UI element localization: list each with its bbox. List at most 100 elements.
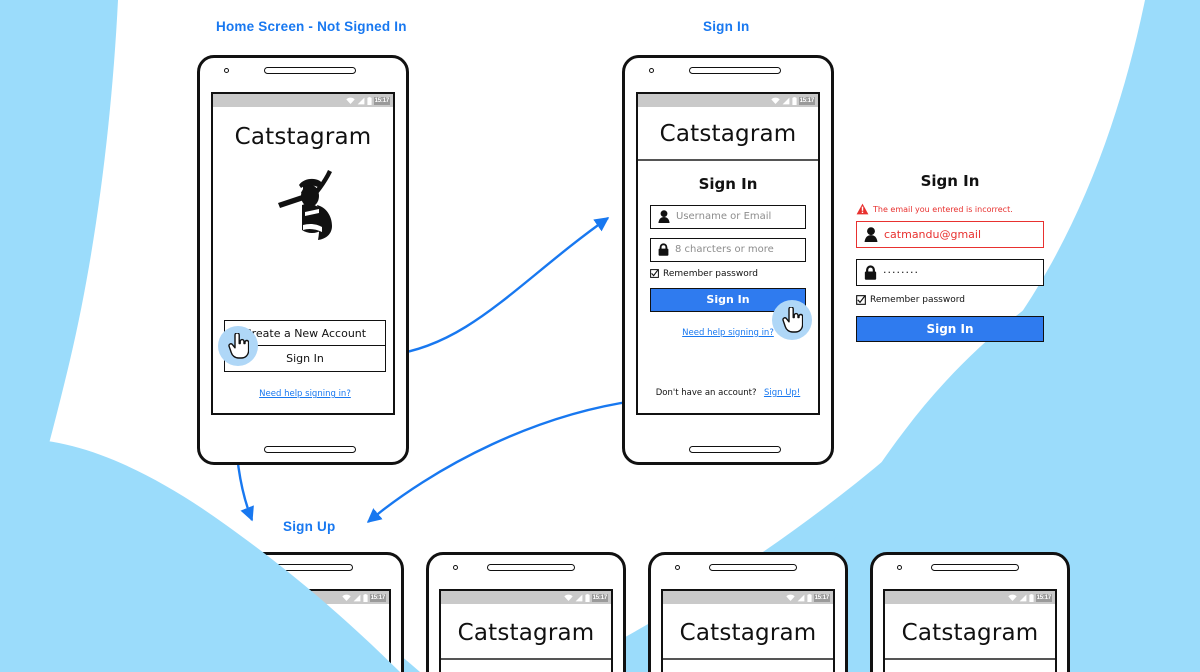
wifi-icon [563,594,573,601]
bottom-phone-1: 15:17 [204,552,404,672]
sign-in-submit-button[interactable]: Sign In [650,287,806,312]
header-divider [885,658,1055,660]
camera-icon [453,565,458,570]
wifi-icon [1007,594,1017,601]
battery-icon [585,593,590,602]
password-input-error-panel[interactable]: ········ [856,259,1044,286]
status-time: 15:17 [373,96,390,105]
wifi-icon [341,594,351,601]
battery-icon [363,593,368,602]
error-message-text: The email you entered is incorrect. [873,204,1013,214]
screen-viewport: 15:17 [217,589,391,672]
status-bar: 15:17 [219,591,389,604]
app-title: Catstagram [659,121,797,147]
sign-in-viewport: 15:17 Catstagram Sign In Username or Ema… [636,92,820,415]
warning-triangle-icon [856,203,869,215]
battery-icon [1029,593,1034,602]
battery-icon [807,593,812,602]
label-sign-in: Sign In [703,19,750,34]
watermark-text: WA [54,567,135,623]
error-message-row: The email you entered is incorrect. [856,203,1044,215]
sign-in-submit-button-error-panel[interactable]: Sign In [856,316,1044,342]
remember-password-checkbox-error-panel[interactable]: Remember password [856,295,1044,305]
email-input-error[interactable]: catmandu@gmail [856,221,1044,248]
status-bar: 15:17 [638,94,818,107]
need-help-signing-in-link[interactable]: Need help signing in? [259,389,351,399]
pointing-hand-icon [782,307,803,333]
remember-password-label: Remember password [663,268,758,279]
status-time: 15:17 [813,593,830,602]
camera-icon [897,565,902,570]
status-time: 15:17 [798,96,815,105]
screen-viewport: 15:17 Catstagram [661,589,835,672]
label-home-screen: Home Screen - Not Signed In [216,19,407,34]
camera-icon [675,565,680,570]
hand-cursor-signin-submit [772,300,812,340]
password-placeholder: 8 charcters or more [675,244,774,255]
status-bar: 15:17 [213,94,393,107]
bottom-phone-3: 15:17 Catstagram [648,552,848,672]
signal-icon [782,97,790,104]
label-sign-up: Sign Up [283,519,336,534]
wifi-icon [345,97,355,104]
hand-cursor-home-signin [218,326,258,366]
header-divider [663,658,833,660]
remember-password-label: Remember password [870,295,965,305]
pointing-hand-icon [228,333,249,359]
signal-icon [1019,594,1027,601]
username-placeholder: Username or Email [676,211,772,222]
header-divider [638,159,818,161]
bottom-phone-2: 15:17 Catstagram [426,552,626,672]
checkbox-checked-icon [650,269,659,278]
header-divider [441,658,611,660]
earpiece-speaker [487,564,575,571]
bottom-phone-4: 15:17 Catstagram [870,552,1070,672]
lock-icon [658,243,669,256]
status-bar: 15:17 [441,591,611,604]
password-masked-value: ········ [883,266,919,279]
app-title: Catstagram [457,620,595,646]
username-input[interactable]: Username or Email [650,204,806,229]
app-title: Catstagram [679,620,817,646]
signal-icon [575,594,583,601]
battery-icon [792,96,797,105]
person-icon [658,210,670,223]
email-value: catmandu@gmail [884,228,982,241]
camera-icon [231,565,236,570]
status-bar: 15:17 [885,591,1055,604]
sign-in-error-panel: Sign In The email you entered is incorre… [856,172,1044,342]
wifi-icon [770,97,780,104]
earpiece-speaker [931,564,1019,571]
earpiece-speaker [265,564,353,571]
lock-icon [864,265,877,280]
app-title: Catstagram [901,620,1039,646]
signal-icon [357,97,365,104]
need-help-signing-in-link[interactable]: Need help signing in? [682,327,774,338]
phone-home-screen: 15:17 Catstagram [197,55,409,465]
earpiece-speaker [689,67,781,74]
sign-up-link[interactable]: Sign Up! [763,388,801,398]
person-icon [864,227,878,242]
app-title: Catstagram [234,124,372,150]
battery-icon [367,96,372,105]
signal-icon [353,594,361,601]
status-bar: 15:17 [663,591,833,604]
screen-viewport: 15:17 Catstagram [883,589,1057,672]
signal-icon [797,594,805,601]
status-time: 15:17 [1035,593,1052,602]
error-panel-heading: Sign In [920,172,980,190]
phone-sign-in-screen: 15:17 Catstagram Sign In Username or Ema… [622,55,834,465]
status-time: 15:17 [591,593,608,602]
password-input[interactable]: 8 charcters or more [650,237,806,262]
wifi-icon [785,594,795,601]
sign-up-footer: Don't have an account? Sign Up! [638,382,818,400]
earpiece-speaker [264,67,356,74]
remember-password-checkbox[interactable]: Remember password [650,269,818,279]
checkbox-checked-icon [856,295,866,305]
camera-icon [224,68,229,73]
bottom-speaker [689,446,781,453]
no-account-text: Don't have an account? [655,388,757,398]
bottom-speaker [264,446,356,453]
sign-in-heading: Sign In [698,174,758,193]
